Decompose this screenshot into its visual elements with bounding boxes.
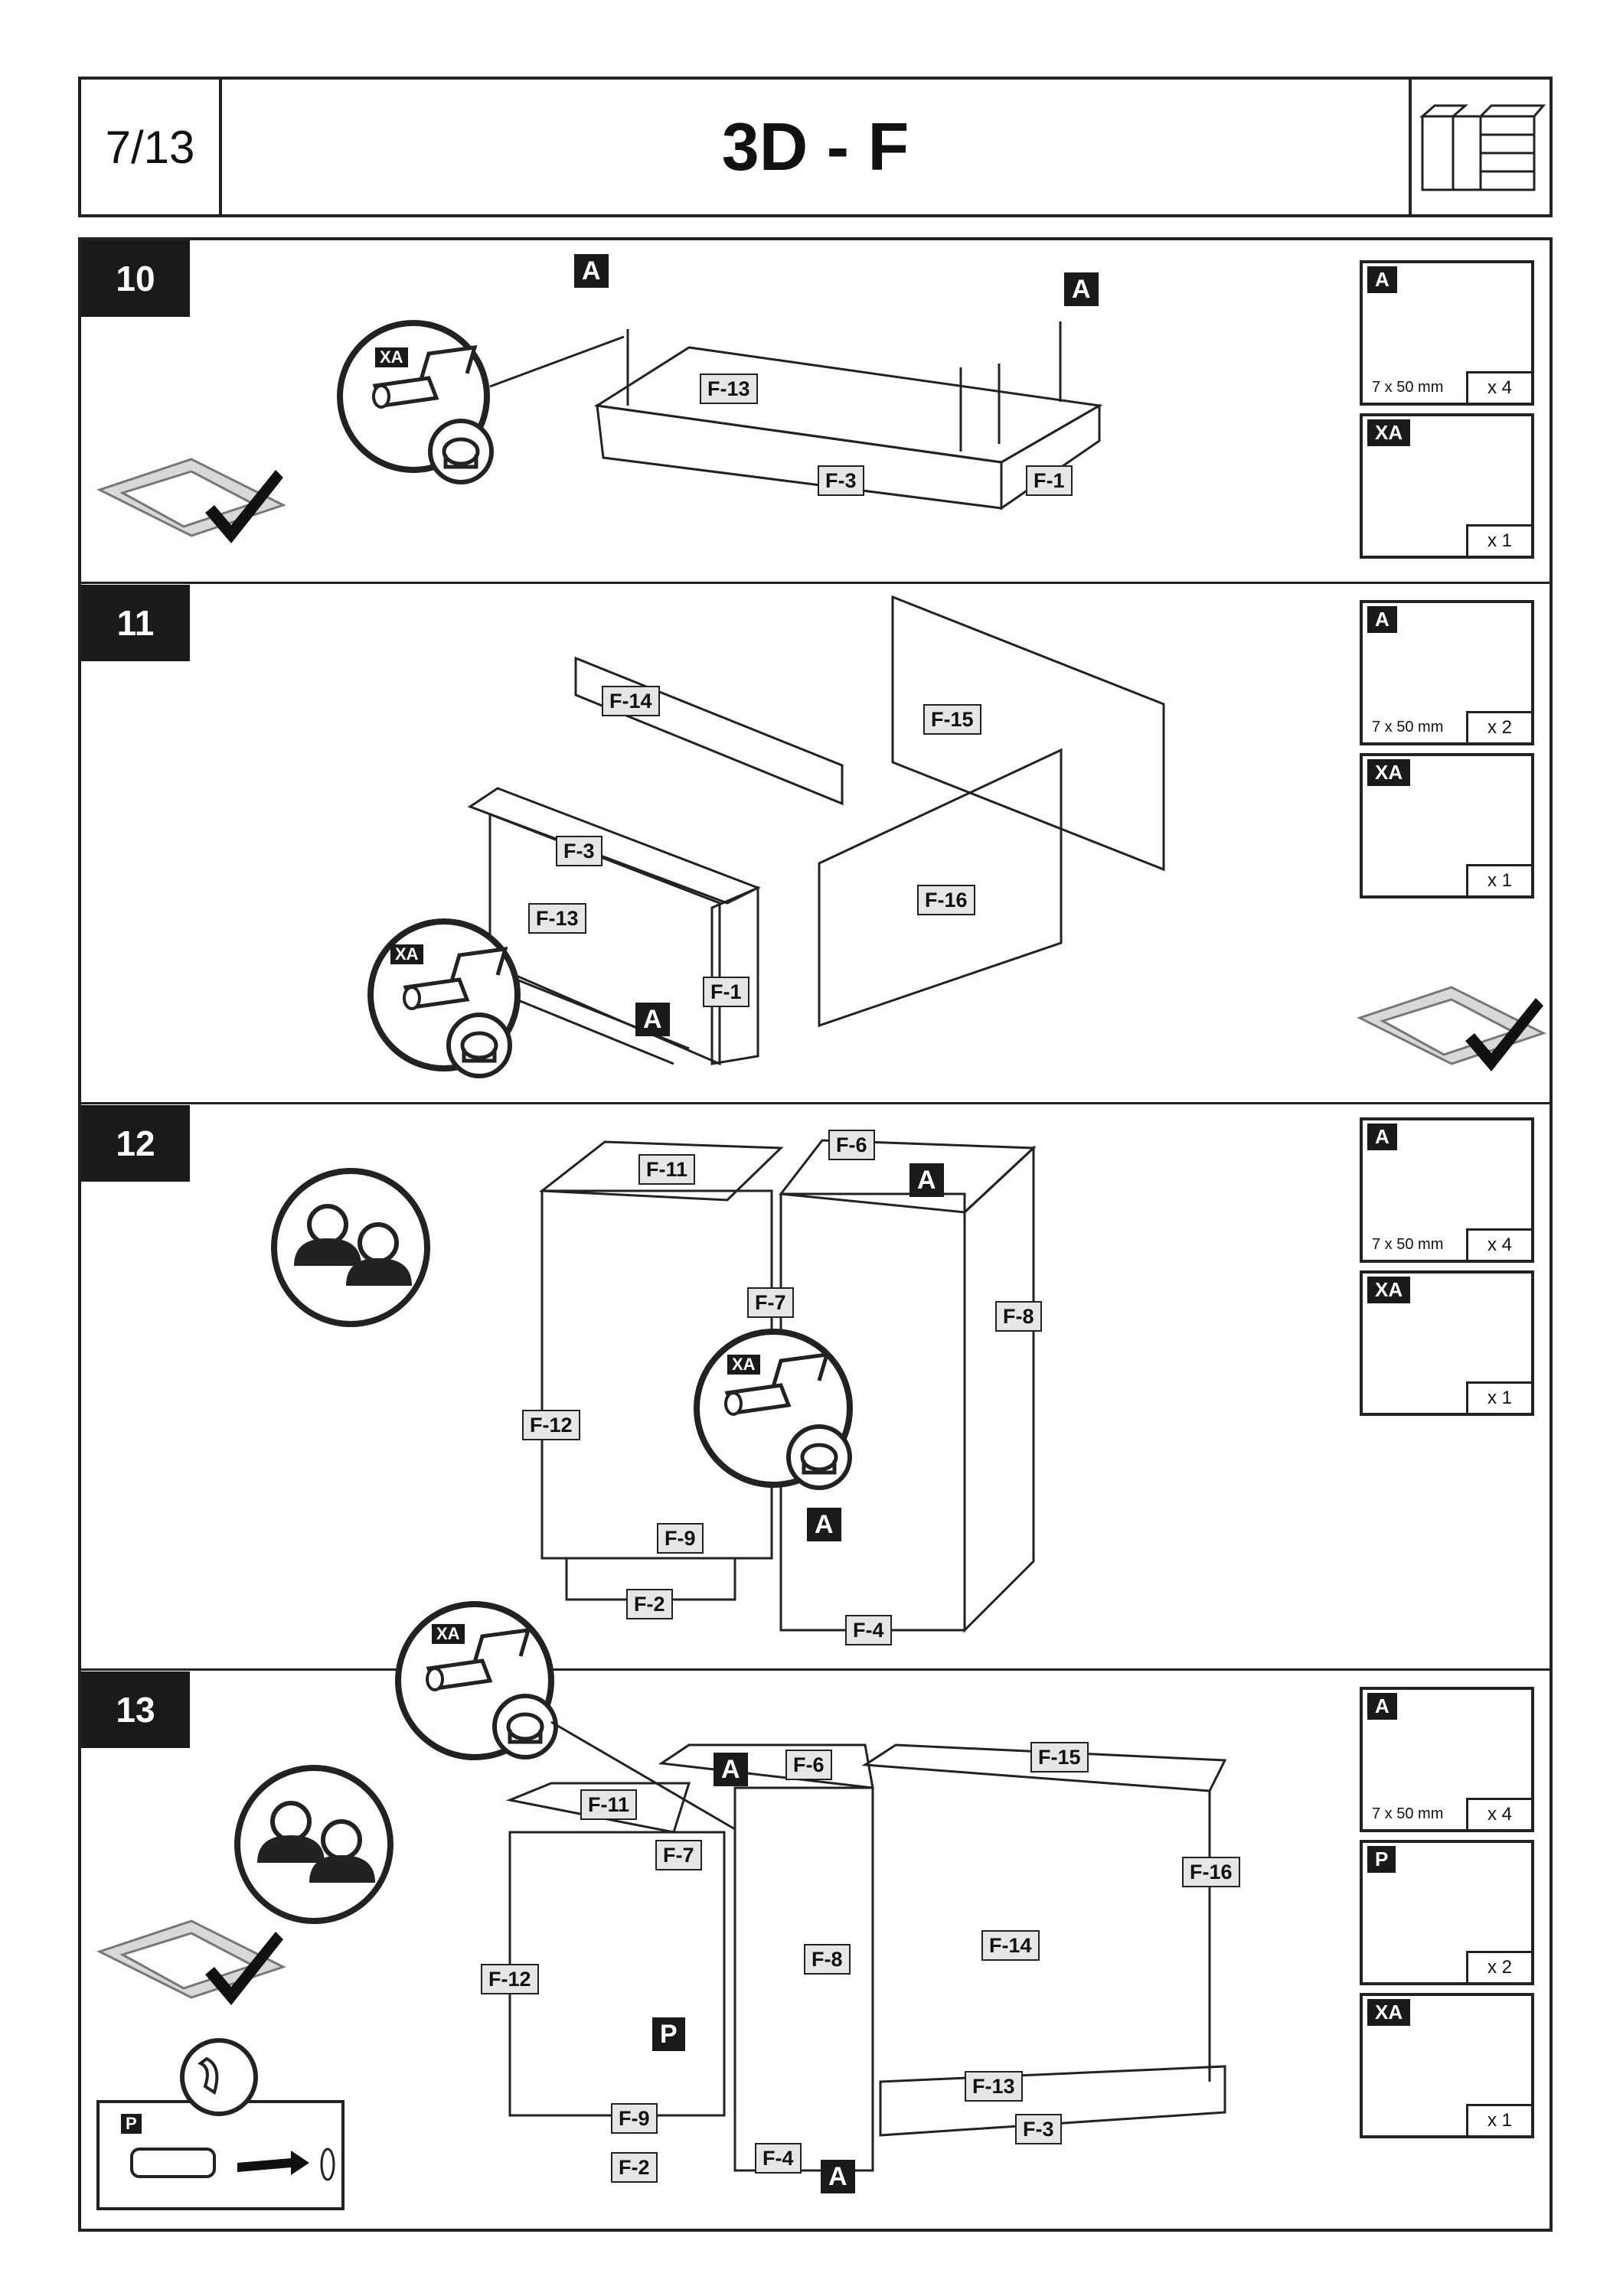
part-label: F-16 <box>917 885 975 915</box>
screw-callout: A <box>807 1508 841 1541</box>
tool-tag: XA <box>390 944 423 964</box>
part-quantity: x 1 <box>1466 1381 1531 1413</box>
part-label: F-9 <box>611 2103 658 2134</box>
part-label: F-4 <box>845 1615 892 1645</box>
part-label: F-14 <box>602 686 660 716</box>
part-label: F-11 <box>638 1154 696 1185</box>
step-number: 10 <box>81 240 190 317</box>
part-quantity: x 1 <box>1466 864 1531 895</box>
part-quantity: x 2 <box>1466 1951 1531 1982</box>
part-label: F-12 <box>481 1964 539 1994</box>
part-label: F-8 <box>804 1944 851 1975</box>
part-quantity: x 4 <box>1466 371 1531 403</box>
step-divider <box>78 582 1553 584</box>
part-label: F-6 <box>785 1750 832 1780</box>
part-label: F-2 <box>611 2152 658 2183</box>
part-size: 7 x 50 mm <box>1372 719 1444 735</box>
part-label: F-11 <box>580 1789 638 1820</box>
part-label: F-15 <box>1030 1742 1089 1773</box>
page-number: 7/13 <box>81 80 222 214</box>
step-number: 13 <box>81 1671 190 1748</box>
part-label: F-15 <box>923 704 981 735</box>
part-tag: A <box>1367 266 1397 293</box>
part-quantity: x 1 <box>1466 2104 1531 2135</box>
hardware-screw-box: A 7 x 50 mm x 4 <box>1360 1117 1534 1263</box>
part-tag: XA <box>1367 759 1411 786</box>
part-label: F-12 <box>522 1410 580 1440</box>
hardware-key-box: XA x 1 <box>1360 753 1534 899</box>
part-tag: P <box>1367 1846 1396 1873</box>
part-tag: XA <box>1367 1277 1411 1303</box>
page-title: 3D - F <box>721 109 909 184</box>
tool-tag: XA <box>727 1355 760 1375</box>
part-label: F-1 <box>703 977 749 1007</box>
part-label: F-14 <box>981 1930 1040 1961</box>
part-quantity: x 4 <box>1466 1798 1531 1829</box>
step-divider <box>78 1668 1553 1671</box>
step-number: 12 <box>81 1105 190 1182</box>
hardware-screw-box: A 7 x 50 mm x 2 <box>1360 600 1534 745</box>
part-quantity: x 1 <box>1466 524 1531 556</box>
dowel-inset-tag: P <box>121 2114 142 2134</box>
part-label: F-3 <box>1015 2114 1062 2144</box>
tool-tag: XA <box>375 347 408 367</box>
part-label: F-1 <box>1026 465 1073 496</box>
step-divider <box>78 1102 1553 1104</box>
screw-callout: A <box>1064 272 1099 306</box>
part-label: F-4 <box>755 2143 802 2174</box>
part-label: F-7 <box>655 1840 702 1870</box>
tool-tag: XA <box>432 1624 465 1644</box>
part-label: F-13 <box>965 2071 1023 2102</box>
hardware-key-box: XA x 1 <box>1360 1993 1534 2138</box>
part-tag: XA <box>1367 1999 1411 2026</box>
part-size: 7 x 50 mm <box>1372 379 1444 396</box>
part-label: F-8 <box>995 1301 1042 1332</box>
page-header: 7/13 3D - F <box>78 77 1553 217</box>
screw-callout: A <box>714 1753 748 1786</box>
part-label: F-13 <box>528 903 586 934</box>
part-label: F-9 <box>657 1523 704 1554</box>
part-size: 7 x 50 mm <box>1372 1805 1444 1822</box>
part-tag: A <box>1367 1693 1397 1720</box>
part-quantity: x 2 <box>1466 711 1531 742</box>
step-number: 11 <box>81 585 190 661</box>
hardware-key-box: XA x 1 <box>1360 1270 1534 1416</box>
part-tag: A <box>1367 606 1397 633</box>
screw-callout: A <box>821 2160 855 2193</box>
part-label: F-2 <box>626 1589 673 1619</box>
part-size: 7 x 50 mm <box>1372 1236 1444 1253</box>
screw-callout: A <box>909 1163 944 1197</box>
dowel-callout: P <box>652 2017 685 2051</box>
part-tag: XA <box>1367 419 1411 446</box>
part-label: F-7 <box>747 1287 794 1318</box>
part-quantity: x 4 <box>1466 1228 1531 1260</box>
screw-callout: A <box>635 1003 670 1036</box>
hardware-dowel-box: P x 2 <box>1360 1840 1534 1985</box>
part-tag: A <box>1367 1124 1397 1150</box>
steps-frame <box>78 237 1553 2232</box>
part-label: F-3 <box>556 836 603 866</box>
part-label: F-13 <box>700 373 758 404</box>
furniture-thumbnail-icon <box>1409 80 1550 214</box>
hardware-screw-box: A 7 x 50 mm x 4 <box>1360 1687 1534 1832</box>
part-label: F-16 <box>1182 1857 1240 1887</box>
hardware-screw-box: A 7 x 50 mm x 4 <box>1360 260 1534 406</box>
part-label: F-3 <box>818 465 864 496</box>
screw-callout: A <box>574 254 609 288</box>
hardware-key-box: XA x 1 <box>1360 413 1534 559</box>
part-label: F-6 <box>828 1130 875 1160</box>
